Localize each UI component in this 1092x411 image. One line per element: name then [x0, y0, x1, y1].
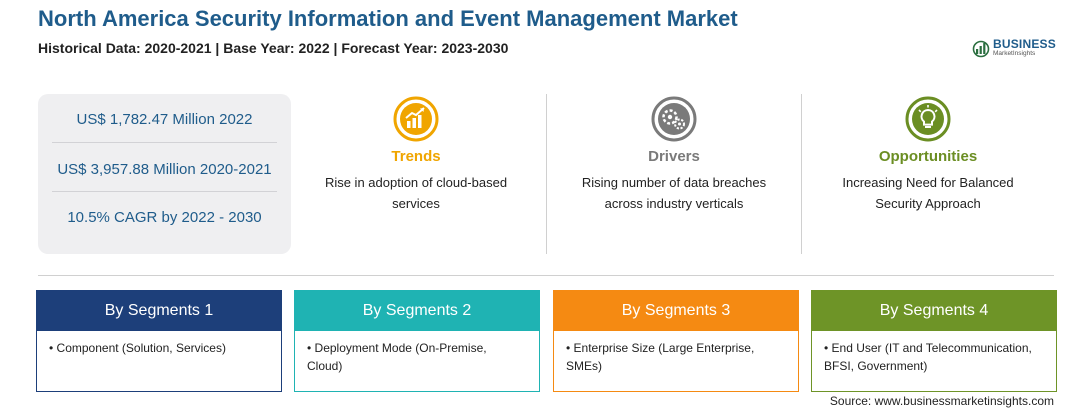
factor-drivers-desc-line1: Rising number of data breaches: [581, 175, 767, 190]
factor-trends-desc-line2: services: [392, 196, 440, 211]
factor-opportunities: Opportunities Increasing Need for Balanc…: [808, 96, 1048, 214]
logo-sub-text: MarketInsights: [993, 50, 1036, 58]
segment-card-2: By Segments 2 • Deployment Mode (On-Prem…: [294, 290, 540, 392]
market-stats-panel: US$ 1,782.47 Million 2022 US$ 3,957.88 M…: [38, 94, 291, 254]
segment-4-header: By Segments 4: [812, 290, 1056, 331]
factor-opportunities-description: Increasing Need for Balanced Security Ap…: [808, 172, 1048, 214]
stat-cagr: 10.5% CAGR by 2022 - 2030: [67, 209, 262, 226]
segment-card-1: By Segments 1 • Component (Solution, Ser…: [36, 290, 282, 392]
stat-market-value-historical: US$ 3,957.88 Million 2020-2021: [57, 161, 272, 178]
segment-card-3: By Segments 3 • Enterprise Size (Large E…: [553, 290, 799, 392]
growth-chart-icon: [393, 96, 439, 142]
segment-2-header: By Segments 2: [295, 290, 539, 331]
factor-trends-description: Rise in adoption of cloud-based services: [296, 172, 536, 214]
lightbulb-icon: [905, 96, 951, 142]
factor-opportunities-label: Opportunities: [878, 148, 978, 165]
stat-divider: [52, 191, 277, 192]
factor-drivers-label: Drivers: [648, 148, 700, 165]
factor-opportunities-desc-line1: Increasing Need for Balanced: [842, 175, 1014, 190]
factor-drivers-description: Rising number of data breaches across in…: [554, 172, 794, 214]
segment-3-line2: SMEs): [566, 359, 602, 373]
segment-1-header: By Segments 1: [37, 290, 281, 331]
factor-opportunities-desc-line2: Security Approach: [875, 196, 981, 211]
logo-main-text: BUSINESS: [993, 37, 1056, 52]
factor-trends: Trends Rise in adoption of cloud-based s…: [296, 96, 536, 214]
segment-card-4: By Segments 4 • End User (IT and Telecom…: [811, 290, 1057, 392]
column-divider: [801, 94, 802, 254]
business-market-insights-logo: BUSINESS MarketInsights: [972, 36, 1062, 60]
factor-trends-label: Trends: [391, 148, 441, 165]
segment-1-body: • Component (Solution, Services): [37, 331, 281, 357]
page-subtitle: Historical Data: 2020-2021 | Base Year: …: [38, 40, 509, 56]
factor-trends-desc-line1: Rise in adoption of cloud-based: [324, 175, 508, 190]
segment-2-line1: • Deployment Mode (On-Premise,: [307, 341, 487, 355]
factor-drivers-desc-line2: across industry verticals: [604, 196, 744, 211]
segment-4-line2: BFSI, Government): [824, 359, 928, 373]
segment-3-line1: • Enterprise Size (Large Enterprise,: [566, 341, 755, 355]
segment-3-body: • Enterprise Size (Large Enterprise, SME…: [554, 331, 798, 375]
segment-2-line2: Cloud): [307, 359, 343, 373]
source-credit: Source: www.businessmarketinsights.com: [829, 394, 1054, 408]
segment-1-line1: • Component (Solution, Services): [49, 341, 226, 355]
segment-2-body: • Deployment Mode (On-Premise, Cloud): [295, 331, 539, 375]
segment-4-body: • End User (IT and Telecommunication, BF…: [812, 331, 1056, 375]
factor-drivers: Drivers Rising number of data breaches a…: [554, 96, 794, 214]
stat-market-value-2022: US$ 1,782.47 Million 2022: [76, 111, 253, 128]
gears-icon: [651, 96, 697, 142]
segment-3-header: By Segments 3: [554, 290, 798, 331]
stat-divider: [52, 142, 277, 143]
segment-4-line1: • End User (IT and Telecommunication,: [824, 341, 1032, 355]
column-divider: [546, 94, 547, 254]
section-divider: [38, 275, 1054, 276]
logo-globe-icon: [972, 40, 990, 58]
page-title: North America Security Information and E…: [38, 6, 738, 31]
